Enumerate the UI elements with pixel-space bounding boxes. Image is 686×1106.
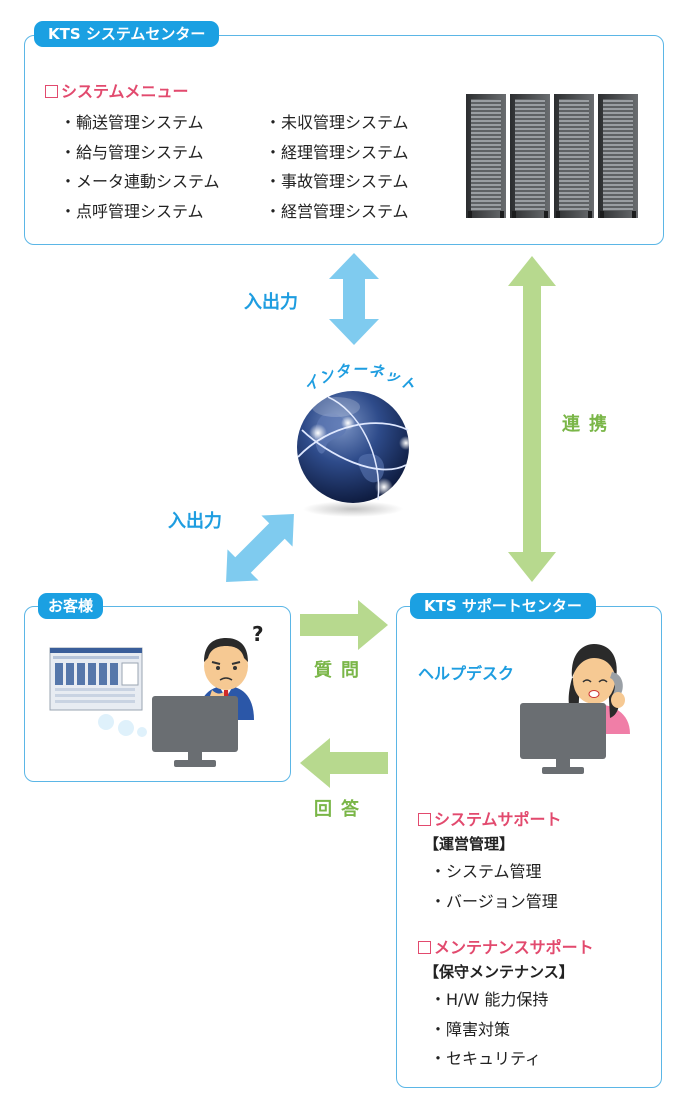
system-support-label: システムサポート [434, 810, 562, 829]
maintenance-support-title: メンテナンスサポート [418, 934, 594, 958]
list-item: 障害対策 [430, 1015, 548, 1045]
link-double-arrow-icon [508, 256, 556, 582]
checkbox-square-icon [418, 813, 431, 826]
answer-arrow-icon [300, 738, 388, 788]
io-label-top: 入出力 [244, 292, 298, 313]
answer-label: 回答 [314, 799, 368, 820]
checkbox-square-icon [45, 85, 58, 98]
globe-icon [297, 391, 413, 517]
link-label: 連携 [562, 414, 616, 435]
menu-item: メータ連動システム [60, 167, 220, 197]
software-screenshot-image [49, 647, 143, 711]
io-label-bottom: 入出力 [168, 511, 222, 532]
menu-item: 経営管理システム [265, 197, 409, 227]
io-diagonal-arrow-icon [226, 514, 294, 582]
support-center-title: KTS サポートセンター [410, 593, 596, 619]
list-item: セキュリティ [430, 1044, 548, 1074]
menu-item: 経理管理システム [265, 138, 409, 168]
system-menu-left: 輸送管理システム 給与管理システム メータ連動システム 点呼管理システム [60, 108, 220, 226]
menu-item: 給与管理システム [60, 138, 220, 168]
helpdesk-label: ヘルプデスク [418, 664, 515, 683]
list-item: バージョン管理 [430, 887, 558, 917]
question-label: 質問 [314, 660, 368, 681]
system-center-title: KTS システムセンター [34, 21, 220, 47]
io-double-arrow-icon [329, 253, 379, 345]
list-item: システム管理 [430, 857, 558, 887]
system-menu-right: 未収管理システム 経理管理システム 事故管理システム 経営管理システム [265, 108, 409, 226]
support-monitor-icon [520, 703, 606, 774]
question-arrow-icon [300, 600, 388, 650]
question-mark-text: ? [252, 622, 264, 646]
maintenance-support-label: メンテナンスサポート [434, 938, 594, 957]
menu-item: 未収管理システム [265, 108, 409, 138]
system-menu-title: システムメニュー [45, 78, 189, 102]
operations-heading: 【運営管理】 [424, 835, 515, 853]
customer-title: お客様 [38, 593, 104, 619]
maintenance-support-list: H/W 能力保持 障害対策 セキュリティ [430, 985, 548, 1074]
menu-item: 輸送管理システム [60, 108, 220, 138]
server-rack-icon [466, 94, 638, 218]
maintenance-heading: 【保守メンテナンス】 [424, 963, 574, 981]
system-menu-label: システムメニュー [61, 82, 189, 101]
checkbox-square-icon [418, 941, 431, 954]
internet-arc-label: インターネット [301, 361, 419, 396]
customer-monitor-icon [152, 696, 238, 767]
system-support-title: システムサポート [418, 806, 562, 830]
system-support-list: システム管理 バージョン管理 [430, 857, 558, 916]
list-item: H/W 能力保持 [430, 985, 548, 1015]
menu-item: 事故管理システム [265, 167, 409, 197]
thought-bubble-icon [98, 714, 147, 737]
menu-item: 点呼管理システム [60, 197, 220, 227]
